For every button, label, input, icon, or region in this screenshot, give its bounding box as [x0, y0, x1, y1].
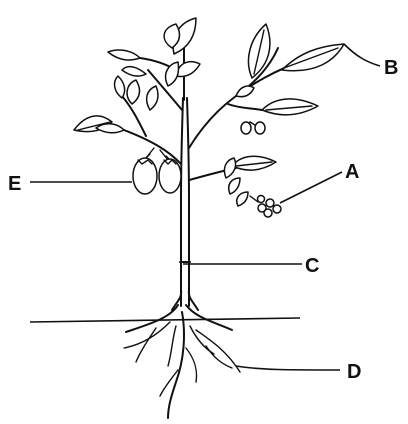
fruits — [133, 154, 181, 194]
label-d: D — [347, 361, 361, 383]
leaves — [74, 18, 344, 206]
label-c: C — [305, 255, 319, 277]
label-a: A — [345, 161, 359, 183]
leader-b — [344, 44, 380, 66]
ground-line — [30, 318, 300, 322]
flower-cluster — [250, 196, 281, 218]
label-e: E — [8, 173, 21, 195]
roots — [124, 305, 240, 418]
leader-a — [280, 172, 342, 203]
leader-d — [236, 366, 340, 370]
stem — [172, 98, 198, 310]
label-b: B — [384, 57, 398, 79]
